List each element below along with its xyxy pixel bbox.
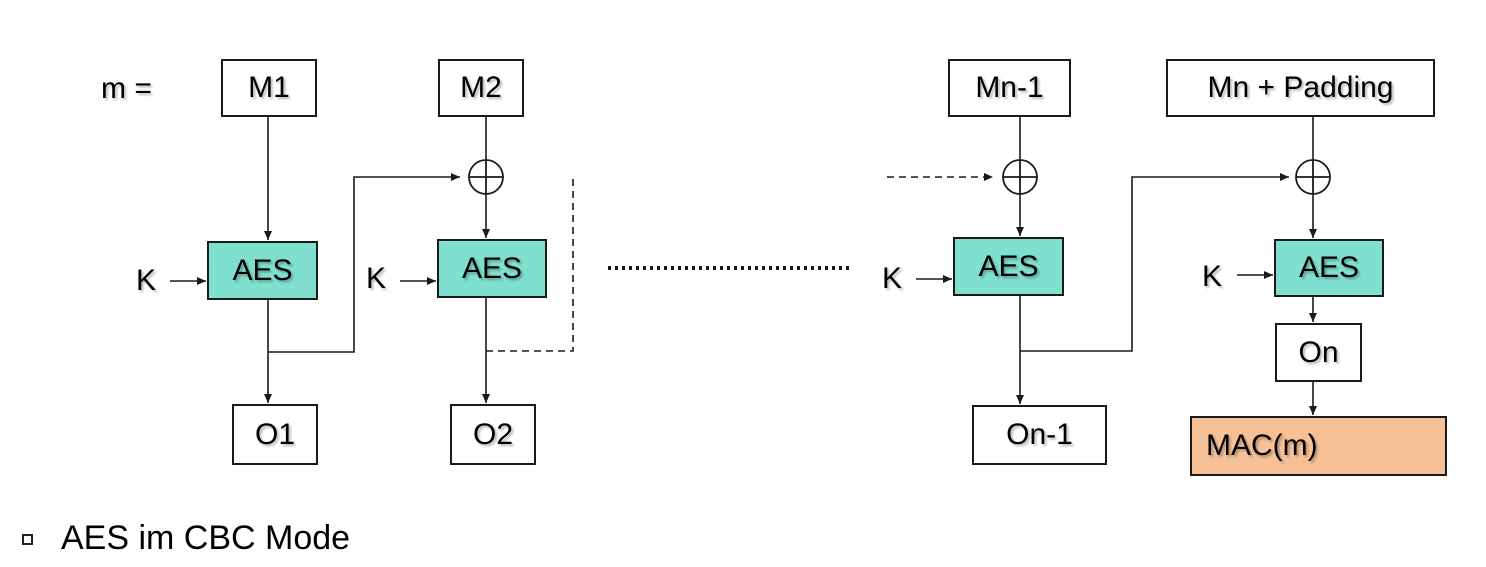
output-block-o1: O1	[232, 404, 318, 465]
output-block-on-1: On-1	[972, 405, 1107, 465]
xor-symbol	[1002, 159, 1038, 195]
message-block-m1: M1	[221, 59, 317, 117]
key-label: K	[882, 262, 903, 295]
key-label: K	[366, 262, 387, 295]
square-bullet-icon	[22, 534, 33, 545]
key-label: K	[136, 264, 157, 297]
aes-block-n: AES	[1274, 239, 1384, 297]
m-label: m =	[101, 72, 152, 105]
chain-2-dashed	[486, 178, 574, 352]
key-label: K	[1202, 260, 1223, 293]
output-block-on: On	[1275, 323, 1362, 382]
aes-block-n-1: AES	[953, 237, 1064, 296]
message-block-mn-padding: Mn + Padding	[1166, 59, 1435, 117]
caption-text: AES im CBC Mode	[61, 519, 351, 557]
caption: AES im CBC Mode	[22, 519, 350, 558]
aes-block-2: AES	[437, 239, 547, 298]
chain-1-to-2	[268, 173, 460, 353]
aes-block-1: AES	[207, 241, 318, 300]
message-block-mn-1: Mn-1	[948, 59, 1071, 117]
output-block-o2: O2	[450, 404, 536, 465]
xor-symbol	[1295, 159, 1331, 195]
chain-n1-to-n	[1020, 173, 1289, 352]
mac-output-block: MAC(m)	[1190, 416, 1447, 476]
message-block-m2: M2	[438, 59, 524, 117]
xor-symbol	[468, 159, 504, 195]
